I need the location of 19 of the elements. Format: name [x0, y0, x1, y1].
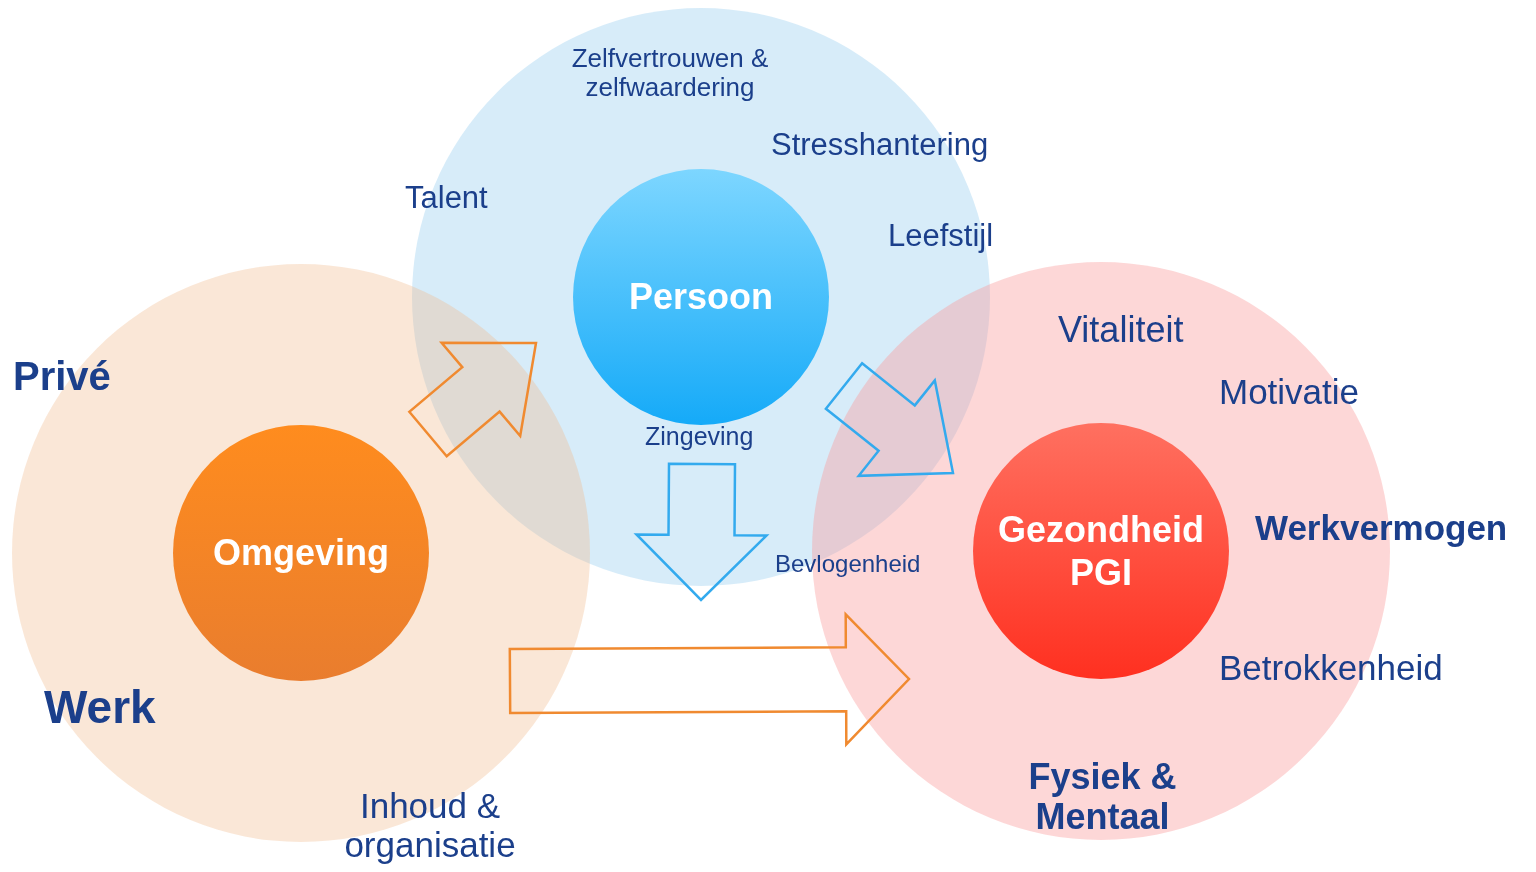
circle-label: Werkvermogen [1255, 509, 1508, 548]
block-arrow [407, 341, 538, 458]
circle-label: Fysiek & Mentaal [1027, 757, 1178, 837]
circle-label: Zelfvertrouwen & zelfwaardering [570, 44, 770, 102]
circle-label: Bevlogenheid [775, 551, 921, 578]
circle-label: Zingeving [645, 423, 754, 451]
circle-label: Leefstijl [888, 219, 994, 254]
block-arrow [633, 462, 770, 602]
circle-label: Motivatie [1219, 373, 1360, 412]
circle-node: Omgeving [173, 425, 429, 681]
circle-label: Inhoud & organisatie [343, 787, 517, 864]
circle-label: Talent [405, 181, 488, 216]
circle-label: Vitaliteit [1058, 310, 1184, 350]
circle-label: Werk [44, 682, 156, 733]
block-arrow [508, 611, 911, 748]
block-arrow [824, 361, 955, 478]
circle-node: Persoon [573, 169, 829, 425]
circle-label: Privé [13, 354, 111, 398]
circle-label: Stresshantering [771, 128, 989, 163]
